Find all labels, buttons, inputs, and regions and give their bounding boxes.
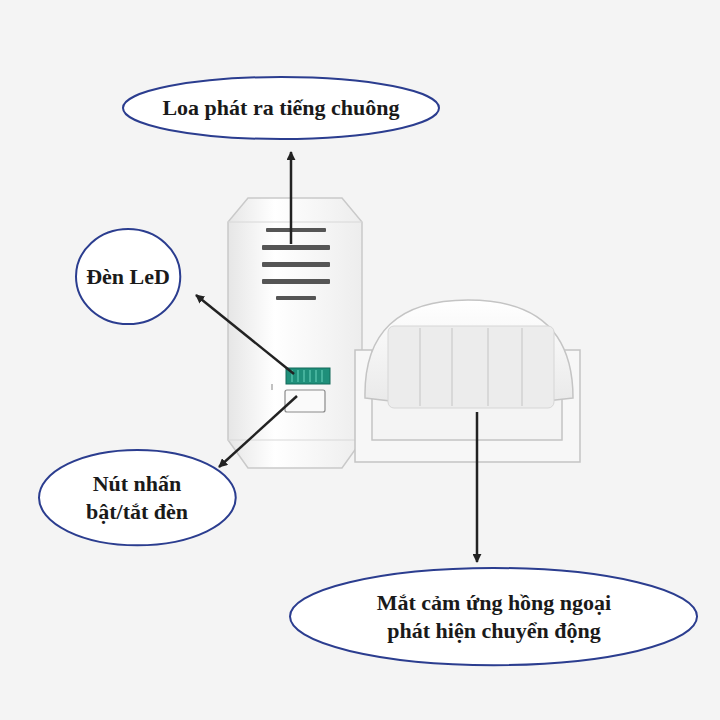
callout-ellipse: Loa phát ra tiếng chuông bbox=[122, 76, 440, 140]
ellipse-outline bbox=[38, 449, 237, 546]
ellipse-shape bbox=[290, 568, 697, 665]
lens-ridges bbox=[420, 328, 522, 406]
callout-ellipse: Nút nhấn bật/tắt đèn bbox=[38, 449, 237, 546]
text-box: Loa phát ra tiếng chuông bbox=[162, 94, 399, 122]
speaker-grill bbox=[262, 228, 330, 300]
ellipse-shape bbox=[76, 229, 180, 324]
ellipse-shape bbox=[39, 450, 236, 545]
housing-edge bbox=[228, 222, 362, 223]
motion-sensor bbox=[355, 300, 580, 462]
callout-ellipse: Mắt cảm ứng hồng ngoại phát hiện chuyển … bbox=[289, 567, 698, 666]
led-light bbox=[286, 368, 330, 384]
button-mark bbox=[271, 384, 272, 390]
leader-arrows bbox=[196, 152, 477, 562]
callout-text: Đèn LeD bbox=[86, 263, 170, 291]
leader-arrow bbox=[219, 396, 297, 467]
grill-slot bbox=[276, 296, 316, 300]
grill-slot bbox=[262, 262, 330, 267]
chime-housing bbox=[228, 198, 362, 468]
text-box: Đèn LeD bbox=[86, 263, 170, 291]
ellipse-shape bbox=[123, 77, 439, 139]
ellipse-outline bbox=[289, 567, 698, 666]
grill-slot bbox=[262, 279, 330, 284]
sensor-lens bbox=[388, 326, 554, 408]
grill-slot bbox=[262, 245, 330, 250]
leader-arrow bbox=[290, 152, 293, 244]
callout-text: Loa phát ra tiếng chuông bbox=[162, 94, 399, 122]
leader-arrow bbox=[196, 295, 294, 374]
callout-text: Mắt cảm ứng hồng ngoại phát hiện chuyển … bbox=[354, 589, 634, 644]
chime-unit bbox=[228, 198, 362, 468]
callout-ellipse: Đèn LeD bbox=[75, 228, 181, 325]
leader-arrow bbox=[476, 412, 479, 562]
text-box: Mắt cảm ứng hồng ngoại phát hiện chuyển … bbox=[354, 589, 634, 644]
text-box: Nút nhấn bật/tắt đèn bbox=[72, 470, 202, 525]
grill-slot bbox=[266, 228, 326, 232]
callout-text: Nút nhấn bật/tắt đèn bbox=[72, 470, 202, 525]
led-stripes bbox=[292, 370, 322, 382]
